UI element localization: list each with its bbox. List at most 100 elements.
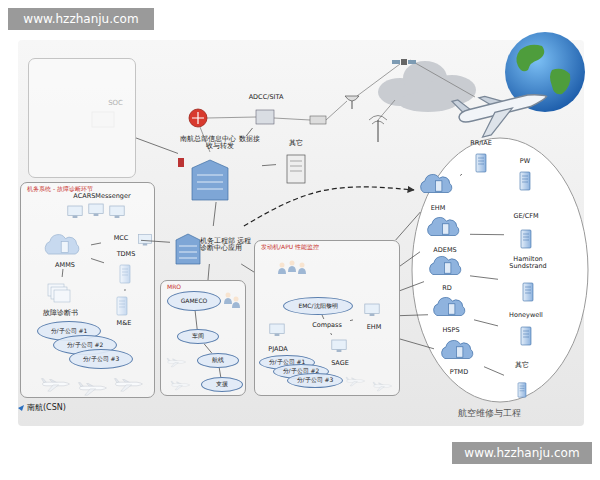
server-icon [521, 230, 531, 248]
server-icon [521, 327, 531, 345]
node-label: Honeywell [509, 312, 543, 319]
node-label: 其它 [289, 140, 303, 147]
node-label: GAMECO [181, 298, 208, 305]
group-heading: 发动机/APU 性能监控 [261, 244, 319, 251]
server-icon [523, 283, 533, 301]
icon-node: PW [504, 158, 546, 198]
node-label: TDMS [117, 251, 136, 258]
connector-line [246, 128, 252, 136]
watermark-text: 航空维修与工程 [458, 406, 578, 420]
connector-line [219, 368, 221, 377]
ellipse-node: 航线 [197, 353, 239, 368]
ellipse-node: 支援 [201, 377, 243, 392]
group-heading: 机务系统 - 故障诊断环节 [27, 186, 93, 193]
watermark-band [452, 442, 592, 464]
icon-node: EHM [353, 299, 395, 331]
node-label: M&E [117, 320, 132, 327]
ellipse-node: 分/子公司 #3 [69, 349, 133, 369]
node-label: ADEMS [433, 247, 456, 254]
icon-node: 其它 [276, 140, 316, 186]
node-label: Compass [312, 322, 342, 329]
text-node: Compass [304, 319, 350, 333]
icon-node: RR/IAE [460, 140, 502, 180]
connector-line [136, 138, 178, 154]
soc-box: SOC [28, 58, 136, 178]
node-label: PJADA [268, 346, 288, 353]
building-windows [179, 246, 197, 258]
icon-node: AMMS [39, 231, 91, 269]
node-label: 分/子公司 #1 [51, 328, 88, 335]
connector-line [484, 367, 504, 376]
network-cloud [421, 174, 452, 192]
connector-line [262, 165, 276, 166]
server-icon [476, 154, 486, 172]
node-label: 分/子公司 #2 [67, 342, 104, 349]
group-box: MROGAMECO车间航线支援 [160, 280, 246, 396]
server-icon [287, 155, 305, 183]
company-name: 南航(CSN) [27, 402, 107, 414]
icon-node: ADCC/SITA [238, 94, 294, 128]
network-cloud [434, 297, 465, 315]
icon-node: SAGE [321, 335, 359, 367]
firewall-icon [178, 158, 184, 167]
node-label: SAGE [331, 360, 349, 367]
icon-node: HSPS [428, 294, 474, 334]
node-label: EHM [431, 205, 446, 212]
node-label: EMC/沈阳黎明 [298, 303, 337, 310]
connector-line [141, 240, 170, 242]
node-label: RD [442, 285, 452, 292]
icon-node: M&E [101, 291, 147, 327]
cloud-puff [398, 92, 458, 112]
building-icon [176, 234, 200, 264]
node-label: ADCC/SITA [249, 94, 284, 101]
building-body [176, 234, 200, 264]
server-icon [518, 383, 526, 397]
icon-node: Honeywell [498, 312, 554, 354]
ellipse-node: GAMECO [167, 291, 221, 311]
connector-line [124, 289, 125, 291]
connector-line [400, 339, 434, 349]
globe-land [516, 45, 570, 95]
building-windows [197, 175, 223, 189]
node-label: 故障诊断书 [43, 310, 78, 317]
satellite-dish [345, 96, 359, 109]
icon-node: RD [424, 254, 470, 292]
group-box: 机务系统 - 故障诊断环节ACARSMessengerMCCAMMSTDMS故障… [20, 182, 155, 398]
node-label: 其它 [515, 362, 529, 369]
node-label: PTMD [450, 369, 469, 376]
icon-node: 其它 [504, 362, 540, 404]
connector-line [474, 320, 498, 326]
dish-pole [352, 101, 353, 109]
icon-node: 机务工程部 远程诊断中心应用 [170, 226, 252, 264]
connector-line [400, 282, 424, 291]
icon-node: ADEMS [420, 214, 470, 254]
connector-line [470, 276, 498, 279]
antenna-mast [378, 120, 379, 142]
node-label: AMMS [55, 262, 75, 269]
node-label: PW [520, 158, 530, 165]
icon-node: PTMD [434, 336, 484, 376]
node-label: RR/IAE [470, 140, 492, 147]
network-cloud [430, 256, 461, 274]
satellite [392, 59, 416, 65]
node-label: ACARSMessenger [73, 193, 130, 200]
group-box: 发动机/APU 性能监控 EMC/沈阳黎明 Compass EHM SAGE PJADA 分… [254, 240, 400, 396]
node-label: 分/子公司 #3 [83, 356, 120, 363]
airplane-large [452, 79, 552, 142]
router-icon [189, 109, 207, 127]
network-cloud [442, 340, 473, 358]
vendor-ellipse [412, 138, 588, 402]
connector-line [331, 333, 332, 335]
adcc-device [256, 110, 274, 124]
connector-line [400, 252, 420, 266]
watermark-band [8, 8, 154, 30]
connector-line [208, 264, 209, 280]
connector-line [204, 344, 212, 353]
solar-panel [392, 60, 400, 64]
node-label: 分/子公司 #3 [297, 377, 334, 384]
server-icon [520, 172, 530, 190]
node-label: 南航总部信息中心 数据接收与转发 [178, 136, 262, 151]
ellipse-node: 分/子公司 #3 [287, 373, 343, 388]
